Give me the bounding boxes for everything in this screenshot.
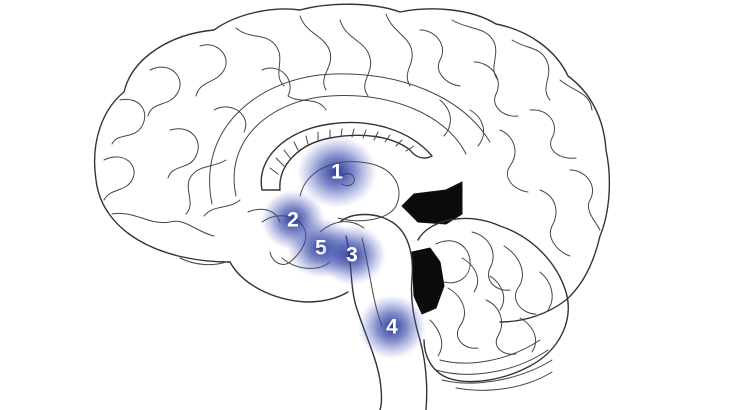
region-glow-4 [358,295,426,359]
region-label-3: 3 [346,244,358,267]
region-marker-3[interactable]: 3 [318,225,386,285]
temporal-lobe [229,261,349,303]
aqueduct-dark [411,247,445,315]
brain-outline [93,3,611,323]
cingulate-gyrus [233,95,467,197]
region-glow-3 [318,225,386,285]
region-marker-4[interactable]: 4 [358,295,426,359]
region-glow-1 [297,136,377,208]
cortex-folds [103,13,601,257]
fourth-ventricle [401,181,463,225]
region-label-2: 2 [287,209,299,232]
cerebellum-ridges [435,339,553,391]
cerebellum [417,217,569,383]
brainstem [339,213,428,410]
cerebellum-folia [429,231,553,357]
region-label-4: 4 [386,316,398,339]
corpus-callosum-striations [269,128,415,175]
region-label-1: 1 [331,161,343,184]
region-marker-1[interactable]: 1 [297,136,377,208]
